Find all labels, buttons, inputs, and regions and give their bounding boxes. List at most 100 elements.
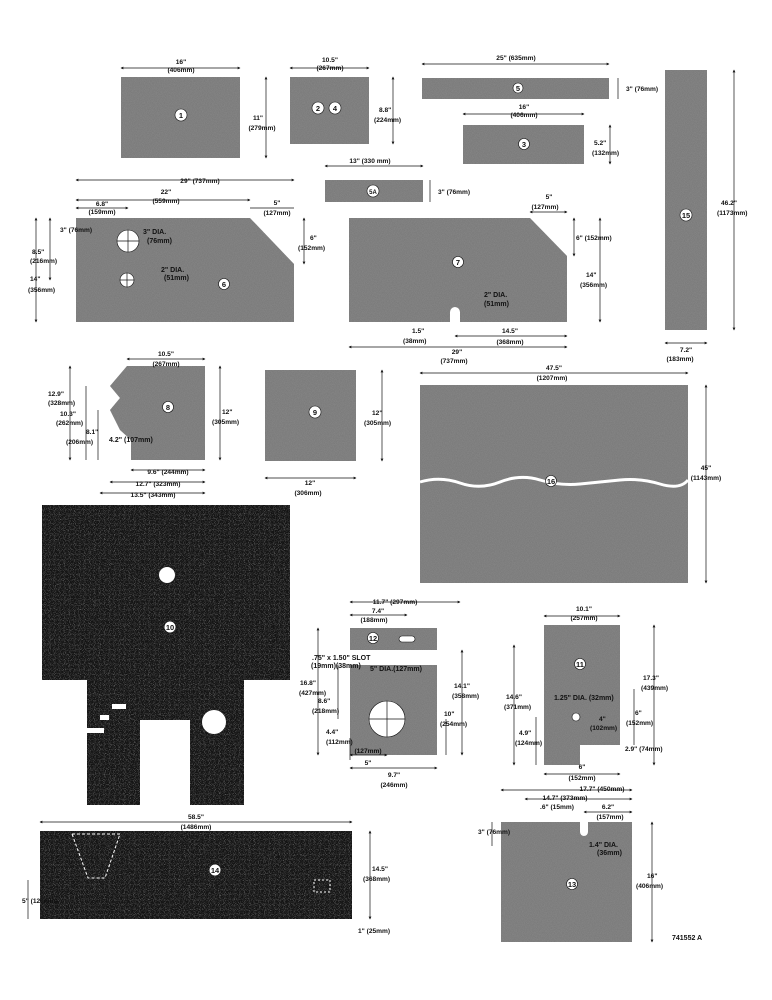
- part-15-height-mm: (1173mm): [717, 210, 747, 217]
- part-6-chamfer-in: 5": [274, 200, 281, 207]
- part-13-overall-width: 17.7" (450mm): [580, 786, 625, 793]
- part-7-width-mm: (737mm): [440, 358, 467, 365]
- part-8-height-mm: (305mm): [212, 419, 239, 426]
- part-5a-number: 5A: [369, 190, 377, 196]
- part-10: 10: [42, 505, 290, 805]
- part-8-w2: 12.7" (323mm): [136, 481, 181, 488]
- part-11-left-height-mm: (371mm): [504, 704, 531, 711]
- part-12-slot-offset-mm: (188mm): [360, 617, 387, 624]
- part-11-height-mm: (439mm): [641, 685, 668, 692]
- part-15: 15 46.2" (1173mm) 7.2" (183mm): [664, 69, 747, 363]
- part-3-width-in: 16": [519, 104, 529, 111]
- part-7-notch-dia: 2" DIA.: [484, 292, 507, 299]
- part-5-height: 3" (76mm): [626, 86, 658, 93]
- part-13-number: 13: [568, 880, 576, 889]
- part-11-hole-dia: 1.25" DIA. (32mm): [554, 695, 614, 702]
- part-12-slot-offset-in: 7.4": [372, 608, 384, 615]
- part-13-slot-width: .6" (15mm): [540, 804, 574, 811]
- part-10-number: 10: [166, 623, 174, 632]
- part-6-chamfer-mm: (127mm): [263, 210, 290, 217]
- part-14-number: 14: [211, 866, 220, 875]
- part-8-h3-mm: (206mm): [66, 439, 93, 446]
- part-8-top-width-mm: (267mm): [152, 361, 179, 368]
- part-11-height-in: 17.3": [643, 675, 659, 682]
- part-9-height-in: 12": [372, 410, 382, 417]
- part-6-number: 6: [222, 280, 226, 289]
- part-11-upper-in: 6": [635, 710, 642, 717]
- part-7-notch-width-in: 1.5": [412, 328, 424, 335]
- part-13-step: 3" (76mm): [478, 829, 510, 836]
- part-8-offset: 4.2" (107mm): [109, 437, 153, 444]
- part-6-small-hole-offset-in: 8.5": [32, 249, 44, 256]
- part-1: 1 16" (406mm) 11" (279mm): [120, 59, 276, 159]
- part-14-width-in: 58.5": [188, 814, 204, 821]
- part-7-notch-dia-mm: (51mm): [484, 301, 509, 308]
- part-14-offset: 5" (127mm): [22, 898, 58, 905]
- part-7-notch-width-mm: (38mm): [403, 338, 426, 345]
- part-12-side-in: 4.4": [326, 729, 338, 736]
- part-13-height-mm: (406mm): [636, 883, 663, 890]
- part-2-height-mm: (224mm): [374, 117, 401, 124]
- part-12-hole-bottom-mm: (254mm): [440, 721, 467, 728]
- part-12-slot-size-mm: (19mm)(38mm): [311, 663, 361, 670]
- figure-id: 741552 A: [672, 935, 702, 942]
- part-8-h1-mm: (328mm): [48, 400, 75, 407]
- part-12-hole-dia: 5" DIA.(127mm): [370, 666, 422, 673]
- part-15-height-in: 46.2": [721, 200, 737, 207]
- part-14-height-in: 14.5": [372, 866, 388, 873]
- part-15-width-mm: (183mm): [666, 356, 693, 363]
- part-7-chamfer-mm: (127mm): [531, 204, 558, 211]
- part-9-width-mm: (306mm): [294, 490, 321, 497]
- part-2-width-mm: (267mm): [316, 65, 343, 72]
- part-8-height-in: 12": [222, 409, 232, 416]
- part-12-number: 12: [369, 634, 377, 643]
- part-12-width-mm: (246mm): [380, 782, 407, 789]
- part-1-width-mm: (406mm): [167, 67, 194, 74]
- part-11-hole-bottom-mm: (124mm): [515, 740, 542, 747]
- part-14-edge: 1" (25mm): [358, 928, 390, 935]
- part-16: 16 47.5" (1207mm) 45" (1143mm): [419, 365, 721, 584]
- part-9-number: 9: [313, 408, 317, 417]
- part-8-h2-mm: (262mm): [56, 420, 83, 427]
- part-9: 9 12" (305mm) 12" (306mm): [264, 369, 391, 497]
- part-8: 8 10.5" (267mm) 12.9" (328mm) 10.3" (262…: [48, 351, 239, 499]
- part-16-width-in: 47.5": [546, 365, 562, 372]
- part-15-width-in: 7.2": [680, 347, 692, 354]
- part-5: 5 25" (635mm) 3" (76mm): [421, 55, 658, 99]
- part-5-width: 25" (635mm): [496, 55, 535, 62]
- part-7-number: 7: [456, 258, 460, 267]
- part-13-hole-dia-mm: (36mm): [597, 850, 622, 857]
- part-5a: 5A 13" (330 mm) 3" (76mm): [324, 158, 470, 202]
- part-3: 3 16" (406mm) 5.2" (132mm): [462, 104, 619, 165]
- part-8-h1-in: 12.9": [48, 391, 64, 398]
- part-7-offset-in: 14.5": [502, 328, 518, 335]
- part-12-height-mm: (427mm): [299, 690, 326, 697]
- part-16-height-in: 45": [701, 465, 711, 472]
- part-3-width-mm: (406mm): [510, 112, 537, 119]
- part-16-number: 16: [547, 477, 555, 486]
- part-2-height-in: 8.8": [379, 107, 391, 114]
- part-1-height-in: 11": [253, 115, 263, 122]
- part-1-bubble: [174, 108, 188, 122]
- part-6-chamfer-height-in: 6": [310, 235, 317, 242]
- part-13-hole-dia: 1.4" DIA.: [589, 842, 618, 849]
- part-8-h3-in: 8.1": [86, 429, 98, 436]
- part-12-lower-height-mm: (358mm): [452, 693, 479, 700]
- part-9-width-in: 12": [305, 480, 315, 487]
- part-3-number: 3: [522, 140, 526, 149]
- part-6-chamfer-height-mm: (152mm): [298, 245, 325, 252]
- part-7-offset-mm: (368mm): [496, 339, 523, 346]
- part-6-hole-offset-in: 6.8": [96, 201, 108, 208]
- part-6-hole-offset-mm: (159mm): [88, 209, 115, 216]
- part-6-top-width-in: 22": [161, 189, 171, 196]
- part-12-bottom-mm: (127mm): [354, 748, 381, 755]
- part-6-top-width-mm: (559mm): [152, 198, 179, 205]
- part-12-overall-width: 11.7" (297mm): [373, 599, 418, 606]
- part-14-width-mm: (1486mm): [181, 824, 212, 831]
- part-11: 11 10.1" (257mm) 17.3" (439mm) 14.6" (37…: [504, 606, 668, 782]
- part-12-hole-center-mm: (218mm): [312, 708, 339, 715]
- part-1-height-mm: (279mm): [248, 125, 275, 132]
- part-11-width-mm: (257mm): [570, 615, 597, 622]
- part-12-lower-height-in: 14.1": [454, 683, 470, 690]
